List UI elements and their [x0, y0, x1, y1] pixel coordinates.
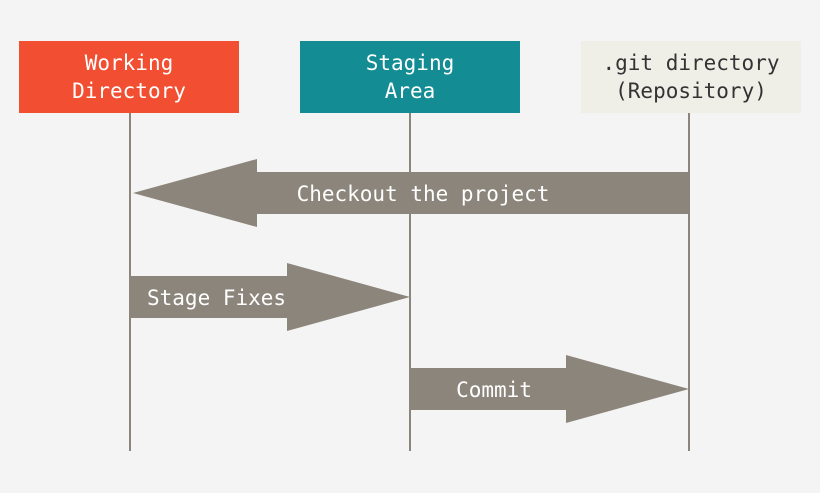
working-directory-label-line1: Working	[84, 51, 174, 75]
checkout-arrow-label: Checkout the project	[297, 182, 550, 206]
staging-area-label-line1: Staging	[365, 51, 455, 75]
checkout-arrow	[133, 159, 689, 227]
stage-fixes-arrow	[130, 263, 410, 331]
staging-area-label-line2: Area	[384, 79, 436, 103]
commit-arrow	[410, 355, 689, 423]
staging-area-box: Staging Area	[300, 41, 520, 113]
git-directory-label-line1: .git directory	[602, 51, 780, 75]
git-directory-box: .git directory (Repository)	[581, 41, 801, 113]
working-directory-box: Working Directory	[19, 41, 239, 113]
commit-arrow-label: Commit	[456, 378, 532, 402]
working-directory-label-line2: Directory	[72, 79, 186, 103]
stage-fixes-arrow-label: Stage Fixes	[147, 286, 286, 310]
git-directory-label-line2: (Repository)	[615, 79, 767, 103]
